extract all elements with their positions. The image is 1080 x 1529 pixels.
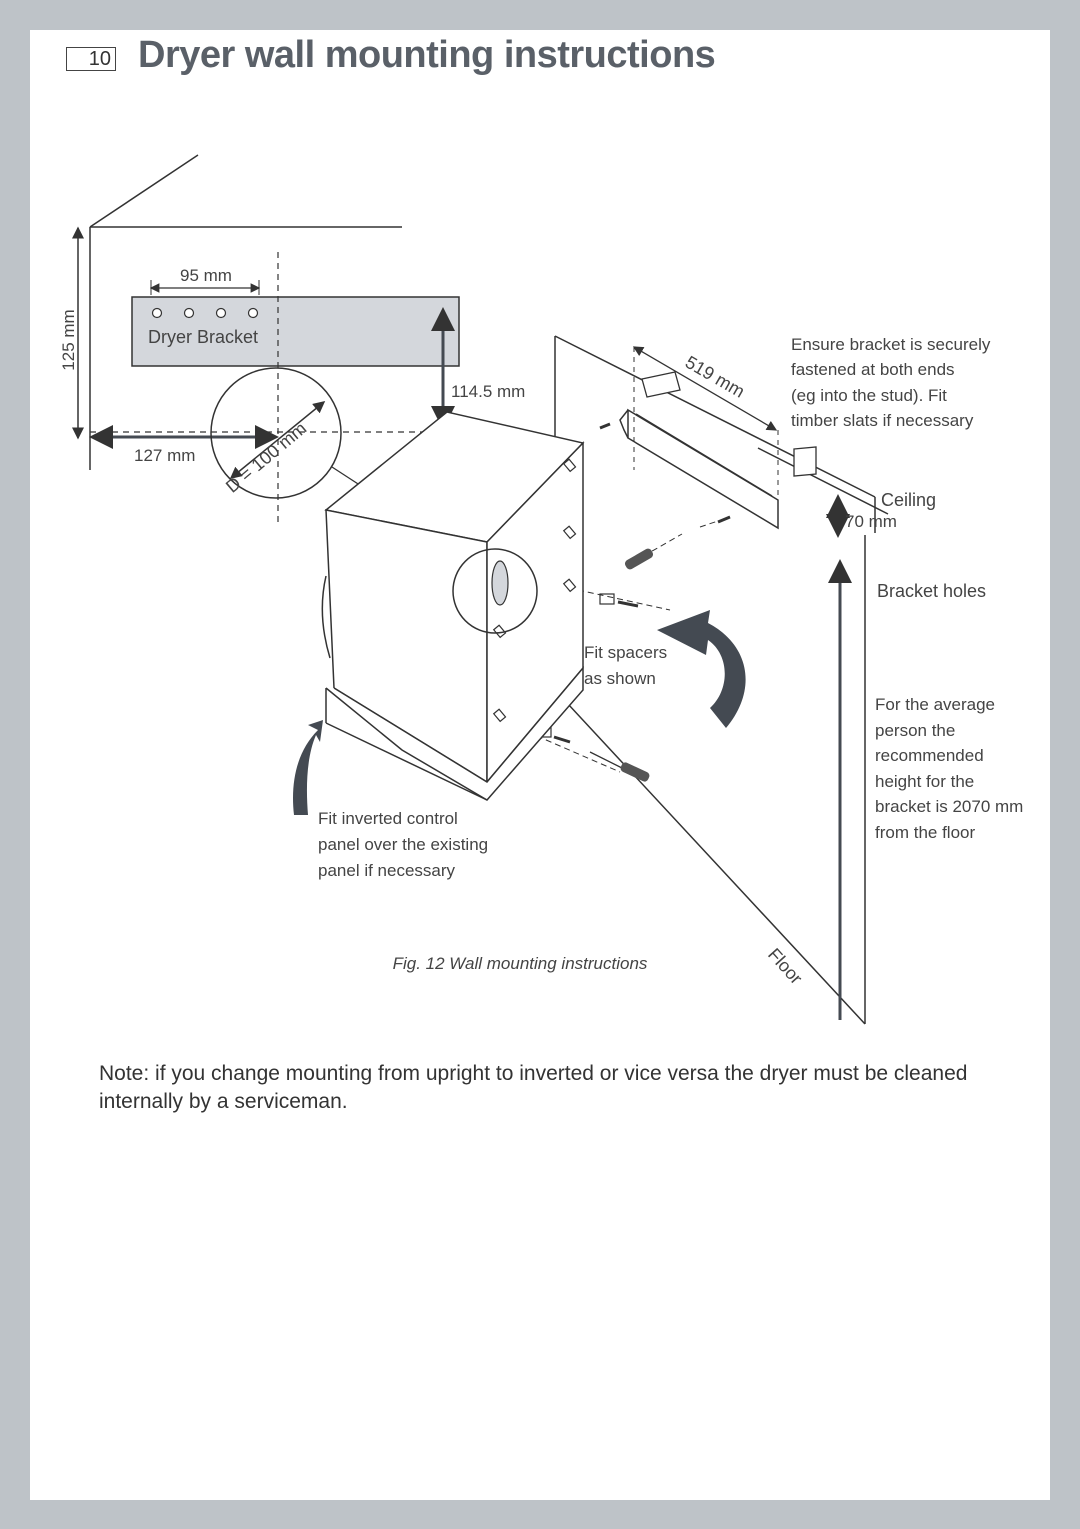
figure-caption: Fig. 12 Wall mounting instructions (393, 954, 648, 973)
ceiling-line (757, 447, 889, 515)
label-95mm: 95 mm (180, 266, 232, 285)
label-ceiling: Ceiling (881, 490, 936, 510)
label-114-5mm: 114.5 mm (451, 382, 525, 401)
rotate-arrow-left-icon (293, 720, 323, 815)
label-floor: Floor (764, 944, 806, 988)
top-screw-icon (599, 422, 611, 430)
label-125mm: 125 mm (59, 309, 78, 370)
exhaust-port-detail (452, 548, 538, 634)
manual-page: 10 Dryer wall mounting instructions 125 … (30, 30, 1050, 1500)
upper-screwdriver-icon (624, 515, 731, 570)
page-number: 10 (66, 47, 116, 71)
dimension-114-5mm: 114.5 mm (431, 307, 525, 430)
label-127mm: 127 mm (134, 446, 195, 465)
dryer-unit (321, 411, 585, 801)
dimension-95mm: 95 mm (149, 266, 261, 295)
dimension-70mm: 70 mm (826, 494, 897, 538)
dimension-125mm: 125 mm (59, 226, 84, 440)
wall-mounting-diagram: 125 mm Dryer Bracket 95 mm (59, 154, 1028, 1025)
upper-spacer-icon (577, 589, 671, 611)
lower-screwdriver-icon (589, 751, 650, 782)
label-dryer-bracket: Dryer Bracket (148, 327, 258, 347)
control-panel-note: Fit inverted control panel over the exis… (318, 809, 493, 880)
spacers-note: Fit spacers as shown (584, 643, 672, 688)
label-circle-diameter: D = 100 mm (222, 418, 310, 497)
secure-note: Ensure bracket is securely fastened at b… (791, 335, 995, 430)
height-note: For the average person the recommended h… (875, 695, 1028, 842)
bracket-holes-row (151, 307, 259, 319)
mounting-rail (619, 408, 779, 530)
page-title: Dryer wall mounting instructions (138, 34, 716, 76)
dryer-bracket: Dryer Bracket (131, 296, 460, 367)
label-70mm: 70 mm (845, 512, 897, 531)
rotate-arrow-right-icon (657, 610, 746, 728)
label-bracket-holes: Bracket holes (877, 581, 986, 601)
serviceman-note: Note: if you change mounting from uprigh… (99, 1062, 968, 1113)
